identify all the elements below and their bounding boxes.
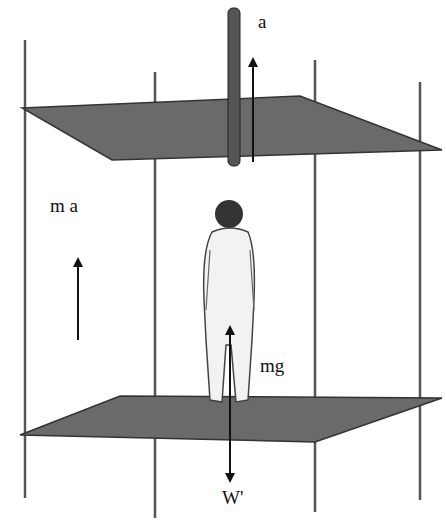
gravity-label: mg [260, 356, 284, 375]
force-label: m a [50, 196, 78, 215]
weight-label: W' [222, 488, 243, 507]
acceleration-arrow [252, 62, 254, 162]
force-arrow [77, 262, 79, 340]
acceleration-label: a [258, 12, 266, 31]
cable [228, 8, 240, 166]
weight-arrow [229, 420, 231, 478]
normal-force-arrow [229, 330, 231, 420]
